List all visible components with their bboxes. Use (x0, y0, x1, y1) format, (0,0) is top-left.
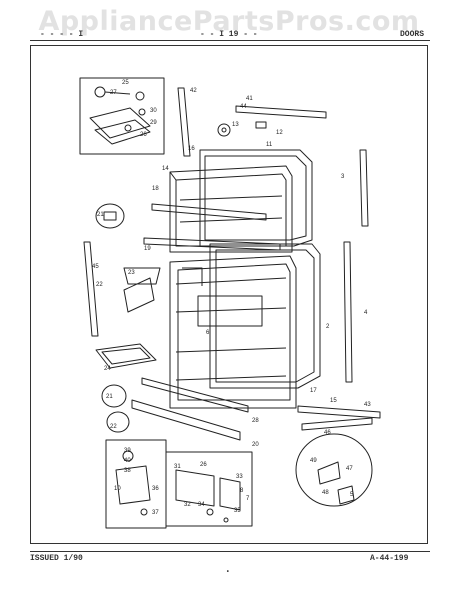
diagram-frame (30, 45, 428, 544)
callout-4: 4 (364, 310, 368, 316)
callout-44: 44 (240, 104, 247, 110)
callout-37: 37 (152, 510, 159, 516)
callout-39: 39 (124, 448, 131, 454)
callout-3: 3 (341, 174, 345, 180)
callout-48: 48 (322, 490, 329, 496)
trim-strip-4 (343, 241, 353, 383)
trim-strip-42 (177, 87, 191, 157)
callout-35: 35 (234, 508, 241, 514)
freezer-shelf-bar (151, 203, 267, 221)
callout-24: 24 (104, 366, 111, 372)
callout-28: 28 (252, 418, 259, 424)
callout-21-top: 21 (97, 212, 104, 218)
callout-17: 17 (310, 388, 317, 394)
bottom-bar-20 (131, 399, 241, 441)
callout-41: 41 (246, 96, 253, 102)
trim-strip-45 (83, 241, 99, 337)
handle-hardware-inset (165, 451, 253, 527)
trim-strip-3 (359, 149, 369, 227)
callout-27: 27 (110, 90, 117, 96)
callout-14: 14 (162, 166, 169, 172)
callout-40: 40 (124, 458, 131, 464)
fresh-food-door-gasket (209, 243, 321, 389)
callout-6: 6 (206, 330, 210, 336)
bottom-bar-15 (297, 405, 381, 419)
callout-36: 36 (152, 486, 159, 492)
header-section: DOORS (400, 30, 425, 39)
callout-20: 20 (252, 442, 259, 448)
callout-31: 31 (174, 464, 181, 470)
callout-18: 18 (152, 186, 159, 192)
callout-46: 46 (324, 430, 331, 436)
footer-issued: ISSUED 1/90 (30, 554, 83, 563)
fresh-food-door-liner (169, 255, 297, 409)
callout-12: 12 (276, 130, 283, 136)
callout-19: 19 (144, 246, 151, 252)
callout-32: 32 (184, 502, 191, 508)
callout-16: 16 (188, 146, 195, 152)
callout-15: 15 (330, 398, 337, 404)
callout-30: 30 (150, 108, 157, 114)
bottom-hinge-43 (301, 417, 373, 431)
callout-43: 43 (364, 402, 371, 408)
callout-23: 23 (128, 270, 135, 276)
footer-rule (30, 551, 430, 552)
left-small-parts (95, 203, 161, 433)
callout-42: 42 (190, 88, 197, 94)
callout-47: 47 (346, 466, 353, 472)
header-left: - - - - I (40, 30, 84, 39)
callout-45: 45 (92, 264, 99, 270)
callout-33: 33 (236, 474, 243, 480)
callout-13: 13 (232, 122, 239, 128)
callout-26: 26 (140, 132, 147, 138)
callout-22: 22 (96, 282, 103, 288)
callout-29: 29 (150, 120, 157, 126)
footer-page-mark: • (226, 568, 230, 575)
callout-21-mid: 21 (106, 394, 113, 400)
callout-49: 49 (310, 458, 317, 464)
callout-22-low: 22 (110, 424, 117, 430)
callout-34: 34 (198, 502, 205, 508)
callout-11: 11 (266, 142, 273, 148)
watermark: AppliancePartsPros.com (38, 6, 420, 37)
header-model: - - I 19 - - (200, 30, 258, 39)
callout-25: 25 (122, 80, 129, 86)
callout-5: 5 (350, 492, 354, 498)
bottom-bar-28 (141, 377, 249, 413)
callout-2: 2 (326, 324, 330, 330)
callout-10: 10 (114, 486, 121, 492)
hinge-inset (79, 77, 165, 155)
callout-38: 38 (124, 468, 131, 474)
callout-26-low: 26 (200, 462, 207, 468)
callout-8: 8 (240, 488, 244, 494)
top-hinge-bracket (217, 105, 327, 137)
footer-doc-number: A-44-199 (370, 554, 409, 563)
header-rule (30, 40, 430, 41)
door-stop-inset (295, 433, 373, 507)
callout-7: 7 (246, 496, 250, 502)
